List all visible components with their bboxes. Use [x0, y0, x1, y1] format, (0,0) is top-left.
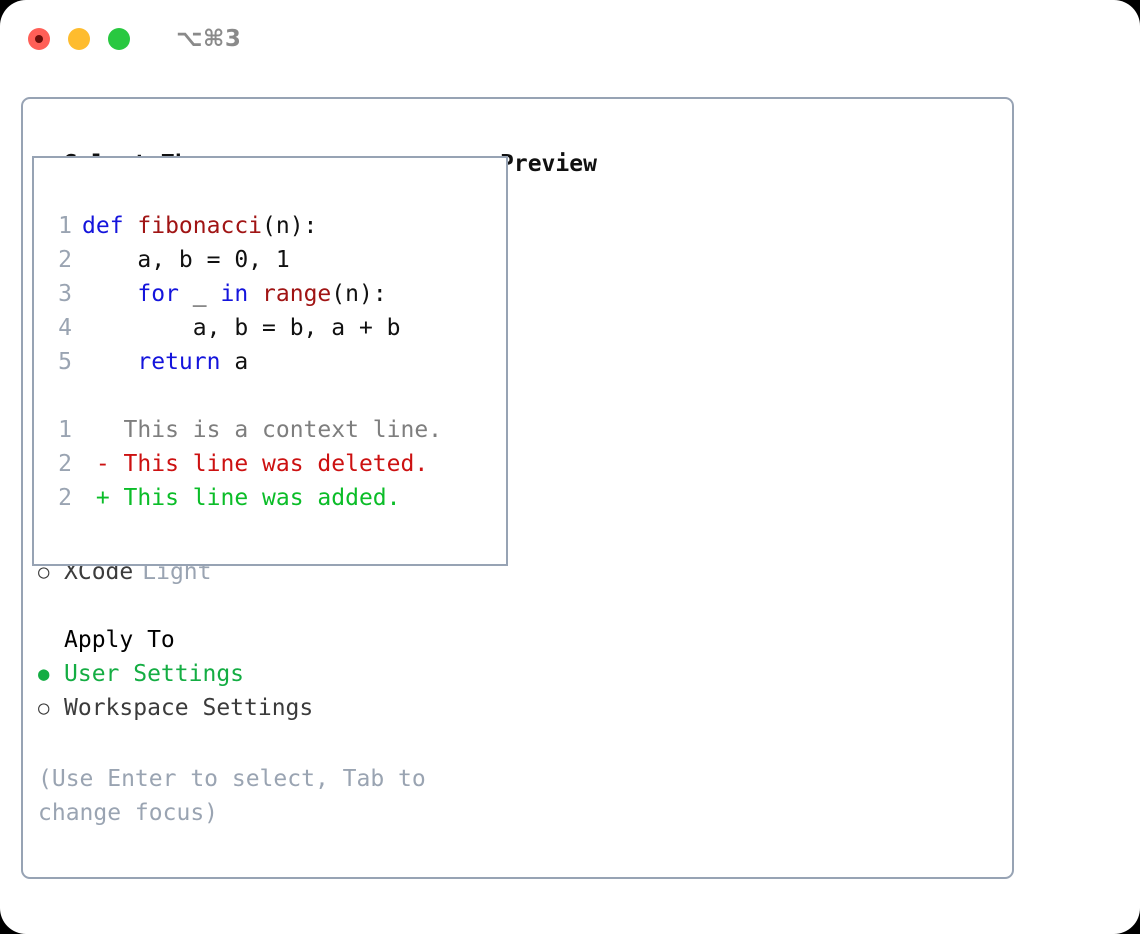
- code-token-pl: _: [178, 281, 221, 307]
- theme-picker-card: >Select Theme ○ANSIDark○Atom OneDark○Ayu…: [21, 97, 1014, 879]
- code-token-fn: range: [262, 281, 332, 307]
- code-line-number: 2: [58, 247, 72, 273]
- diff-line-number: 1: [58, 417, 72, 443]
- code-token-kw: in: [220, 281, 249, 307]
- diff-line-deleted: 2 - This line was deleted.: [46, 447, 498, 481]
- code-line-number: 5: [58, 349, 72, 375]
- minimize-button[interactable]: [68, 28, 90, 50]
- keyboard-shortcut-label: ⌥⌘3: [176, 26, 242, 52]
- apply-to-header-label: Apply To: [64, 627, 175, 653]
- close-icon: [35, 35, 43, 43]
- code-token-pl: [82, 349, 137, 375]
- code-token-pl: [248, 281, 262, 307]
- code-token-pl: (n):: [331, 281, 387, 307]
- code-line: 3 for _ in range(n):: [46, 277, 498, 311]
- radio-selected-icon: ●: [38, 663, 50, 685]
- apply-to-option-user-settings[interactable]: ● User Settings: [38, 657, 478, 691]
- code-line-number: 4: [58, 315, 72, 341]
- preview-pane: Preview: [500, 147, 1000, 181]
- window-controls: [28, 28, 130, 50]
- diff-line-text: This line was deleted.: [123, 451, 429, 477]
- diff-line-number: 2: [58, 485, 72, 511]
- code-line: 2 a, b = 0, 1: [46, 243, 498, 277]
- code-token-pl: [82, 281, 137, 307]
- apply-to-option-label: User Settings: [64, 661, 245, 687]
- radio-unselected-icon: ○: [38, 697, 50, 719]
- apply-to-option-workspace-settings[interactable]: ○ Workspace Settings: [38, 691, 478, 725]
- code-line: 5 return a: [46, 345, 498, 379]
- preview-title: Preview: [500, 151, 597, 177]
- diff-sign: +: [82, 485, 124, 511]
- code-token-pl: (n):: [262, 213, 318, 239]
- apply-to-option-label: Workspace Settings: [64, 695, 314, 721]
- diff-lines: 1 This is a context line.2 - This line w…: [46, 413, 498, 515]
- title-bar: ⌥⌘3: [0, 0, 1140, 78]
- radio-unselected-icon: ○: [38, 561, 50, 583]
- apply-to-option-list: ● User Settings ○ Workspace Settings: [38, 657, 478, 725]
- diff-line-text: This is a context line.: [123, 417, 443, 443]
- code-line-number: 1: [58, 213, 72, 239]
- apply-to-header: Apply To: [38, 623, 478, 657]
- code-token-kw: return: [137, 349, 221, 375]
- diff-line-text: This line was added.: [123, 485, 401, 511]
- code-line: 1 def fibonacci(n):: [46, 209, 498, 243]
- code-token-pl: a, b = 0, 1: [82, 247, 290, 273]
- close-button[interactable]: [28, 28, 50, 50]
- code-token-kw: def: [82, 213, 138, 239]
- diff-line-context: 1 This is a context line.: [46, 413, 498, 447]
- diff-line-added: 2 + This line was added.: [46, 481, 498, 515]
- code-token-pl: a, b = b, a + b: [82, 315, 401, 341]
- code-token-fn: fibonacci: [137, 213, 263, 239]
- maximize-button[interactable]: [108, 28, 130, 50]
- diff-line-number: 2: [58, 451, 72, 477]
- code-token-pl: a: [220, 349, 249, 375]
- code-token-kw: for: [137, 281, 179, 307]
- code-line: 4 a, b = b, a + b: [46, 311, 498, 345]
- keyboard-hint-text: (Use Enter to select, Tab to change focu…: [38, 766, 426, 826]
- list-spacer: [38, 589, 478, 623]
- diff-sign: -: [82, 451, 124, 477]
- diff-sign: [82, 417, 124, 443]
- code-line-number: 3: [58, 281, 72, 307]
